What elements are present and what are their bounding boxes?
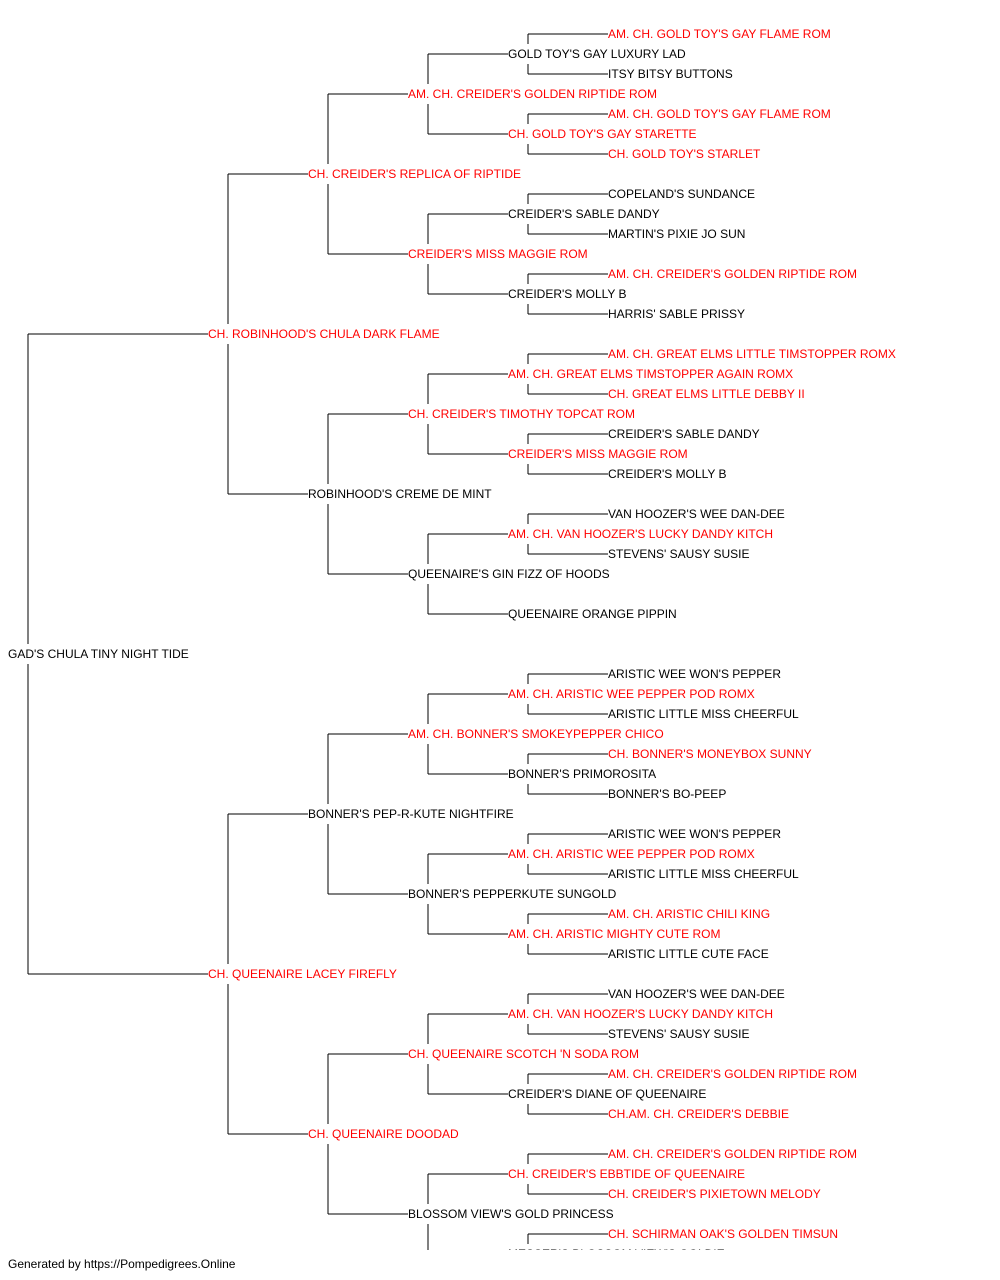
dog-name-ch-queenaire-scotch-n-soda-rom: CH. QUEENAIRE SCOTCH 'N SODA ROM [408,1047,639,1061]
dog-name-copeland-s-sundance: COPELAND'S SUNDANCE [608,187,755,201]
dog-name-am-ch-creider-s-golden-riptide-rom: AM. CH. CREIDER'S GOLDEN RIPTIDE ROM [608,267,857,281]
dog-name-am-ch-creider-s-golden-riptide-rom: AM. CH. CREIDER'S GOLDEN RIPTIDE ROM [608,1067,857,1081]
dog-name-bonner-s-pep-r-kute-nightfire: BONNER'S PEP-R-KUTE NIGHTFIRE [308,807,514,821]
dog-name-am-ch-aristic-wee-pepper-pod-romx: AM. CH. ARISTIC WEE PEPPER POD ROMX [508,847,755,861]
dog-name-bonner-s-primorosita: BONNER'S PRIMOROSITA [508,767,656,781]
dog-name-creider-s-molly-b: CREIDER'S MOLLY B [508,287,627,301]
dog-name-am-ch-aristic-mighty-cute-rom: AM. CH. ARISTIC MIGHTY CUTE ROM [508,927,720,941]
dog-name-creider-s-miss-maggie-rom: CREIDER'S MISS MAGGIE ROM [508,447,688,461]
dog-name-stevens-sausy-susie: STEVENS' SAUSY SUSIE [608,547,749,561]
dog-name-messer-s-blossom-view-s-goldie: MESSER'S BLOSSOM VIEW'S GOLDIE [508,1247,725,1250]
dog-name-ch-schirman-oak-s-golden-timsun: CH. SCHIRMAN OAK'S GOLDEN TIMSUN [608,1227,838,1241]
dog-name-ch-queenaire-doodad: CH. QUEENAIRE DOODAD [308,1127,459,1141]
dog-name-am-ch-creider-s-golden-riptide-rom: AM. CH. CREIDER'S GOLDEN RIPTIDE ROM [608,1147,857,1161]
pedigree-tree: GAD'S CHULA TINY NIGHT TIDE CH. ROBINHOOD… [8,27,896,1250]
dog-name-creider-s-molly-b: CREIDER'S MOLLY B [608,467,727,481]
dog-name-martin-s-pixie-jo-sun: MARTIN'S PIXIE JO SUN [608,227,745,241]
dog-name-van-hoozer-s-wee-dan-dee: VAN HOOZER'S WEE DAN-DEE [608,507,785,521]
dog-name-ch-gold-toy-s-starlet: CH. GOLD TOY'S STARLET [608,147,761,161]
dog-name-creider-s-miss-maggie-rom: CREIDER'S MISS MAGGIE ROM [408,247,588,261]
dog-name-harris-sable-prissy: HARRIS' SABLE PRISSY [608,307,745,321]
dog-name-van-hoozer-s-wee-dan-dee: VAN HOOZER'S WEE DAN-DEE [608,987,785,1001]
dog-name-aristic-little-miss-cheerful: ARISTIC LITTLE MISS CHEERFUL [608,867,799,881]
dog-name-queenaire-s-gin-fizz-of-hoods: QUEENAIRE'S GIN FIZZ OF HOODS [408,567,610,581]
dog-name-itsy-bitsy-buttons: ITSY BITSY BUTTONS [608,67,733,81]
dog-name-aristic-wee-won-s-pepper: ARISTIC WEE WON'S PEPPER [608,667,781,681]
dog-name-am-ch-aristic-wee-pepper-pod-romx: AM. CH. ARISTIC WEE PEPPER POD ROMX [508,687,755,701]
footer-credit: Generated by https://Pompedigrees.Online [8,1257,236,1271]
dog-name-ch-creider-s-pixietown-melody: CH. CREIDER'S PIXIETOWN MELODY [608,1187,821,1201]
dog-name-am-ch-great-elms-little-timstopper-romx: AM. CH. GREAT ELMS LITTLE TIMSTOPPER ROM… [608,347,896,361]
dog-name-ch-creider-s-timothy-topcat-rom: CH. CREIDER'S TIMOTHY TOPCAT ROM [408,407,635,421]
dog-name-am-ch-gold-toy-s-gay-flame-rom: AM. CH. GOLD TOY'S GAY FLAME ROM [608,27,831,41]
dog-name-am-ch-creider-s-golden-riptide-rom: AM. CH. CREIDER'S GOLDEN RIPTIDE ROM [408,87,657,101]
dog-name-stevens-sausy-susie: STEVENS' SAUSY SUSIE [608,1027,749,1041]
dog-name-ch-queenaire-lacey-firefly: CH. QUEENAIRE LACEY FIREFLY [208,967,397,981]
dog-name-creider-s-sable-dandy: CREIDER'S SABLE DANDY [508,207,660,221]
dog-name-ch-creider-s-replica-of-riptide: CH. CREIDER'S REPLICA OF RIPTIDE [308,167,521,181]
dog-name-am-ch-aristic-chili-king: AM. CH. ARISTIC CHILI KING [608,907,770,921]
dog-name-creider-s-sable-dandy: CREIDER'S SABLE DANDY [608,427,760,441]
dog-name-ch-bonner-s-moneybox-sunny: CH. BONNER'S MONEYBOX SUNNY [608,747,812,761]
dog-name-bonner-s-pepperkute-sungold: BONNER'S PEPPERKUTE SUNGOLD [408,887,617,901]
dog-name-creider-s-diane-of-queenaire: CREIDER'S DIANE OF QUEENAIRE [508,1087,706,1101]
dog-name-ch-robinhood-s-chula-dark-flame: CH. ROBINHOOD'S CHULA DARK FLAME [208,327,440,341]
dog-name-robinhood-s-creme-de-mint: ROBINHOOD'S CREME DE MINT [308,487,492,501]
dog-name-aristic-wee-won-s-pepper: ARISTIC WEE WON'S PEPPER [608,827,781,841]
dog-name-ch-creider-s-ebbtide-of-queenaire: CH. CREIDER'S EBBTIDE OF QUEENAIRE [508,1167,745,1181]
dog-name-ch-great-elms-little-debby-ii: CH. GREAT ELMS LITTLE DEBBY II [608,387,805,401]
dog-name-ch-gold-toy-s-gay-starette: CH. GOLD TOY'S GAY STARETTE [508,127,697,141]
dog-name-am-ch-van-hoozer-s-lucky-dandy-kitch: AM. CH. VAN HOOZER'S LUCKY DANDY KITCH [508,527,773,541]
dog-name-am-ch-great-elms-timstopper-again-romx: AM. CH. GREAT ELMS TIMSTOPPER AGAIN ROMX [508,367,793,381]
dog-name-gad-s-chula-tiny-night-tide: GAD'S CHULA TINY NIGHT TIDE [8,647,189,661]
dog-name-am-ch-van-hoozer-s-lucky-dandy-kitch: AM. CH. VAN HOOZER'S LUCKY DANDY KITCH [508,1007,773,1021]
dog-name-queenaire-orange-pippin: QUEENAIRE ORANGE PIPPIN [508,607,677,621]
dog-name-aristic-little-miss-cheerful: ARISTIC LITTLE MISS CHEERFUL [608,707,799,721]
dog-name-am-ch-bonner-s-smokeypepper-chico: AM. CH. BONNER'S SMOKEYPEPPER CHICO [408,727,664,741]
dog-name-bonner-s-bo-peep: BONNER'S BO-PEEP [608,787,726,801]
dog-name-am-ch-gold-toy-s-gay-flame-rom: AM. CH. GOLD TOY'S GAY FLAME ROM [608,107,831,121]
dog-name-blossom-view-s-gold-princess: BLOSSOM VIEW'S GOLD PRINCESS [408,1207,614,1221]
dog-name-aristic-little-cute-face: ARISTIC LITTLE CUTE FACE [608,947,769,961]
dog-name-gold-toy-s-gay-luxury-lad: GOLD TOY'S GAY LUXURY LAD [508,47,686,61]
dog-name-ch-am-ch-creider-s-debbie: CH.AM. CH. CREIDER'S DEBBIE [608,1107,789,1121]
